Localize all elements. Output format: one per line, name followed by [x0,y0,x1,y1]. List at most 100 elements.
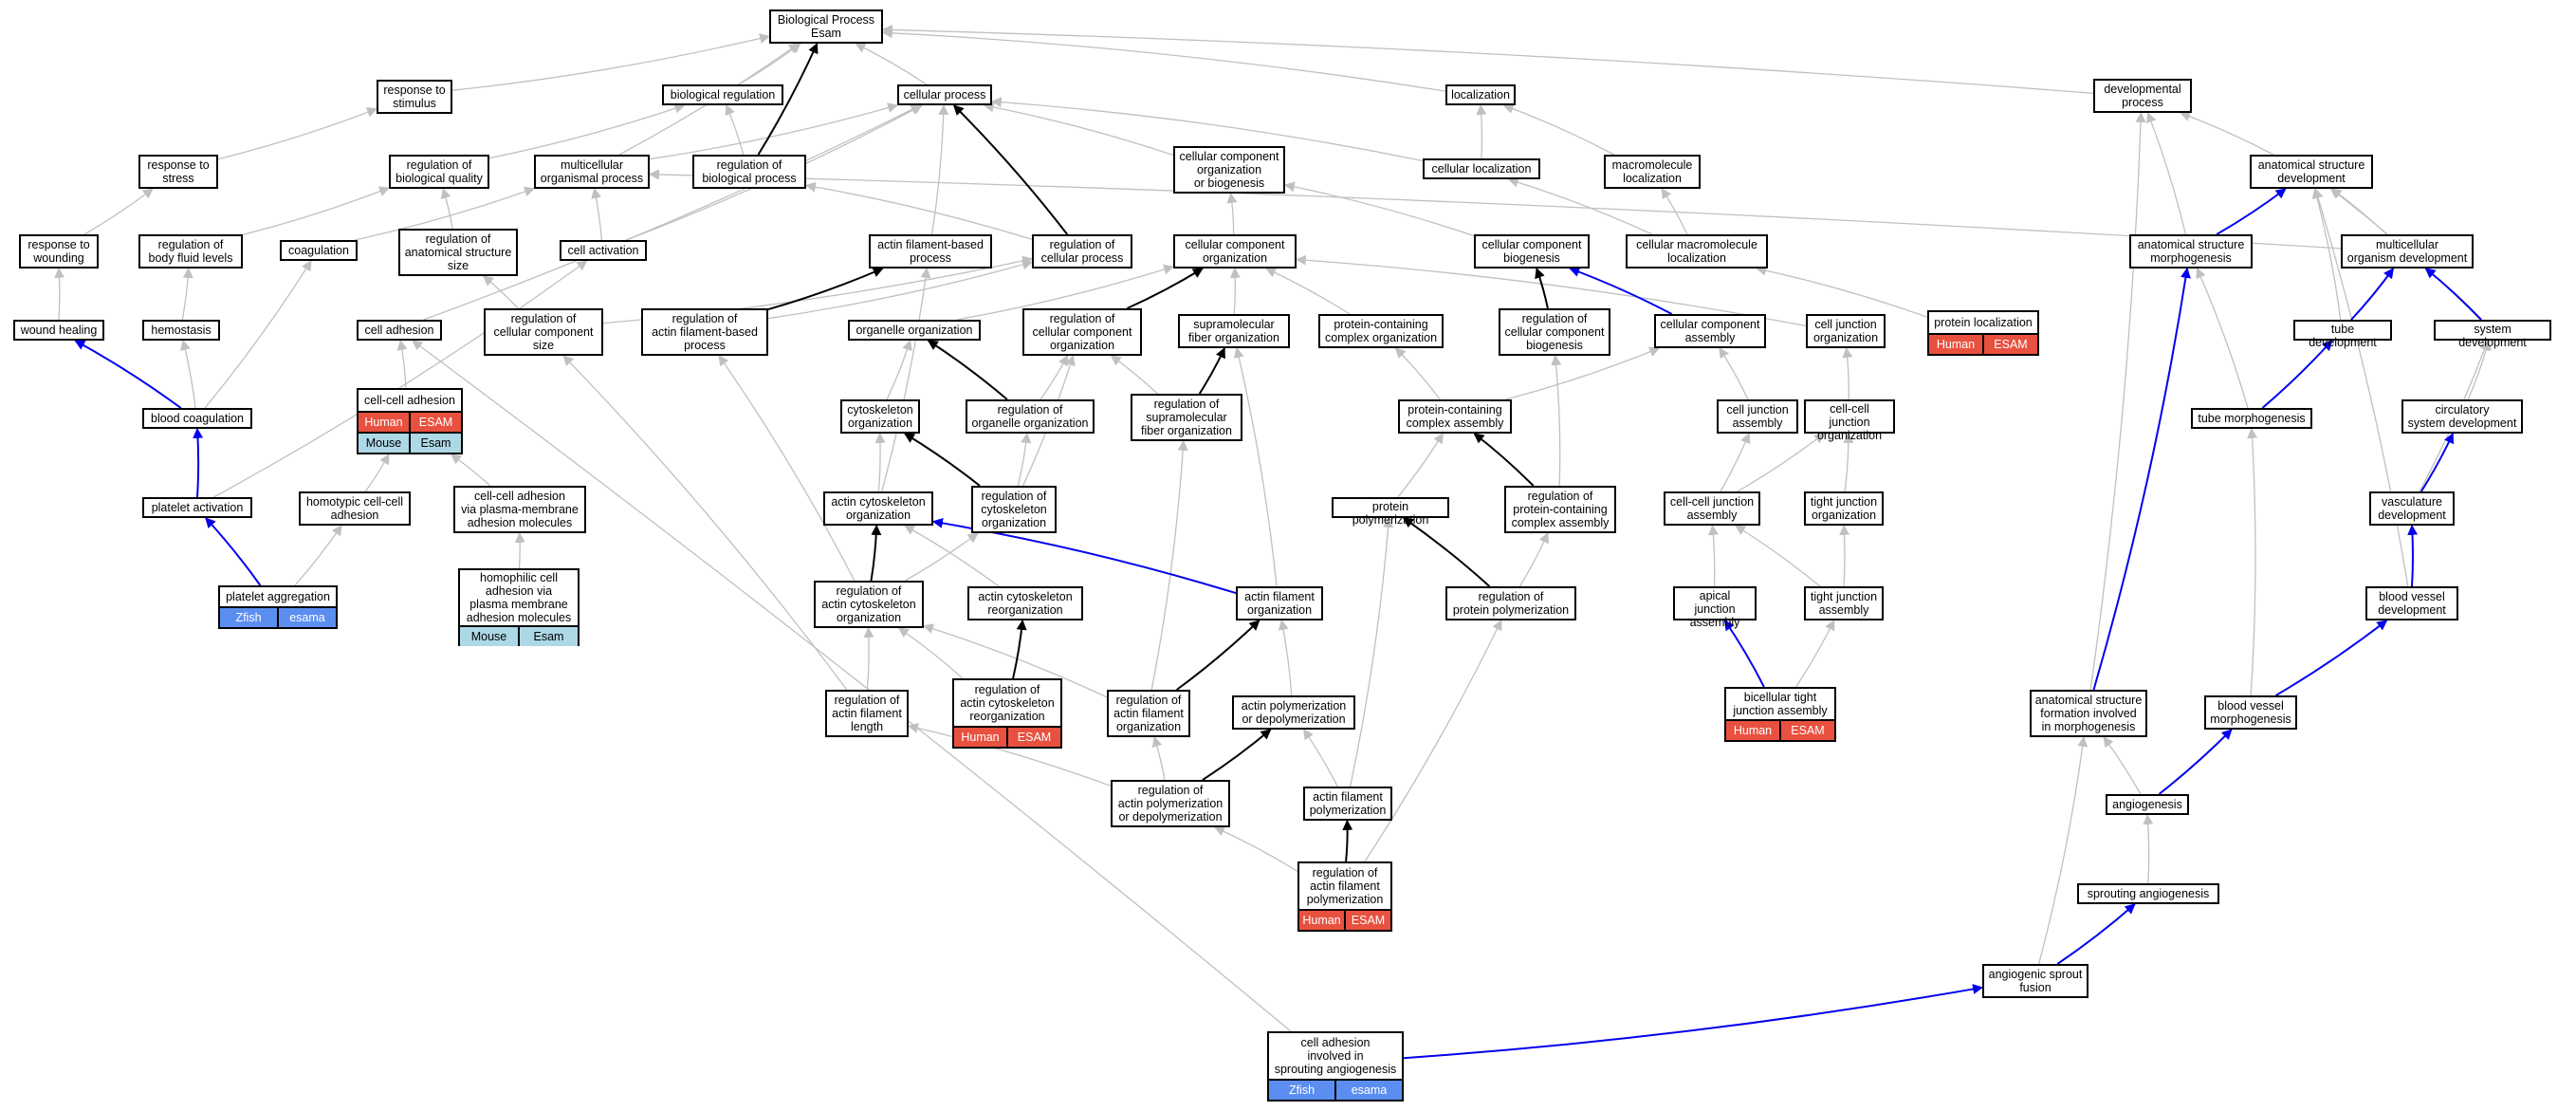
node-rpp[interactable]: regulation of protein polymerization [1445,586,1576,620]
node-mod[interactable]: multicellular organism development [2341,234,2474,268]
node-ccjo[interactable]: cell-cell junction organization [1804,399,1895,442]
node-cca[interactable]: cellular component assembly [1654,314,1766,348]
node-asm[interactable]: anatomical structure morphogenesis [2129,234,2253,268]
node-vd[interactable]: vasculature development [2369,491,2455,526]
edge-loc-to-bp [881,28,1446,92]
node-afbp[interactable]: actin filament-based process [869,234,992,268]
edge-rafp-to-afp [1342,819,1353,862]
node-rafp[interactable]: regulation of actin filament polymerizat… [1297,861,1392,932]
node-label: protein polymerization [1352,500,1429,527]
node-hemo[interactable]: hemostasis [142,320,220,341]
node-cadh[interactable]: cell adhesion [357,320,442,341]
node-ccapm[interactable]: cell-cell adhesion via plasma-membrane a… [453,486,586,533]
node-bp[interactable]: Biological Process Esam [769,9,883,44]
human-annotation-cell: Human [1929,335,1982,354]
node-racr[interactable]: regulation of actin cytoskeleton reorgan… [952,678,1062,749]
node-rbp[interactable]: regulation of biological process [692,155,806,189]
node-asf[interactable]: angiogenic sprout fusion [1982,964,2088,998]
node-rafl[interactable]: regulation of actin filament length [825,690,909,737]
node-sfo[interactable]: supramolecular fiber organization [1178,314,1290,348]
node-sa[interactable]: sprouting angiogenesis [2077,883,2219,904]
node-rccb[interactable]: regulation of cellular component biogene… [1499,308,1610,356]
node-label: cellular localization [1431,162,1532,176]
node-loc[interactable]: localization [1445,84,1516,105]
edge-pagg-to-hcca [294,525,342,586]
node-breg[interactable]: biological regulation [662,84,783,105]
node-csd[interactable]: circulatory system development [2401,399,2523,434]
node-raco[interactable]: regulation of actin cytoskeleton organiz… [814,581,924,628]
node-cact[interactable]: cell activation [560,240,647,261]
edge-rbfl-to-rbq [242,186,391,236]
node-rtw[interactable]: response to wounding [19,234,99,268]
edge-rass-to-rbq [440,187,453,230]
node-label: cellular process [903,88,986,102]
edge-pcca-to-cca [1505,346,1661,400]
node-rass[interactable]: regulation of anatomical structure size [398,229,518,276]
node-pp[interactable]: protein polymerization [1332,497,1449,527]
node-rbfl[interactable]: regulation of body fluid levels [138,234,243,268]
node-cmloc[interactable]: cellular macromolecule localization [1626,234,1768,268]
edge-rafl-to-raco [863,626,874,691]
node-rapd[interactable]: regulation of actin polymerization or de… [1111,780,1230,827]
node-rafo[interactable]: regulation of actin filament organizatio… [1107,690,1190,737]
node-apd[interactable]: actin polymerization or depolymerization [1232,695,1355,730]
node-cp[interactable]: cellular process [897,84,992,105]
edge-rapd-to-rafl [907,722,1112,787]
node-co[interactable]: cytoskeleton organization [840,399,920,434]
node-rafbp[interactable]: regulation of actin filament-based proce… [641,308,768,356]
node-pcca[interactable]: protein-containing complex assembly [1398,399,1512,434]
node-mloc[interactable]: macromolecule localization [1604,155,1701,189]
node-tja[interactable]: tight junction assembly [1804,586,1884,620]
node-cjo[interactable]: cell junction organization [1806,314,1886,348]
node-ccob[interactable]: cellular component organization or bioge… [1173,146,1285,194]
node-roo[interactable]: regulation of organelle organization [966,399,1095,434]
node-asd[interactable]: anatomical structure development [2250,155,2373,189]
node-bc[interactable]: blood coagulation [142,408,252,429]
node-aja[interactable]: apical junction assembly [1673,586,1757,629]
node-rcco[interactable]: regulation of cellular component organiz… [1022,308,1142,356]
edge-cco-to-ccob [1226,192,1238,235]
node-cco[interactable]: cellular component organization [1173,234,1297,268]
node-ccb[interactable]: cellular component biogenesis [1474,234,1590,268]
node-rtstress[interactable]: response to stress [138,155,218,189]
node-rcp[interactable]: regulation of cellular process [1032,234,1132,268]
node-coag[interactable]: coagulation [280,240,358,261]
node-oo[interactable]: organelle organization [848,320,981,341]
edge-cmloc-to-cloc [1507,176,1653,235]
node-aco[interactable]: actin cytoskeleton organization [823,491,933,526]
node-rpcca[interactable]: regulation of protein-containing complex… [1504,486,1616,533]
node-rts[interactable]: response to stimulus [377,80,452,114]
node-asfim[interactable]: anatomical structure formation involved … [2030,690,2147,737]
node-bvm[interactable]: blood vessel morphogenesis [2204,695,2297,730]
node-bvd[interactable]: blood vessel development [2365,586,2458,620]
node-tm[interactable]: tube morphogenesis [2191,408,2312,429]
node-rbq[interactable]: regulation of biological quality [389,155,489,189]
node-pact[interactable]: platelet activation [142,497,252,518]
node-mop[interactable]: multicellular organismal process [534,155,650,189]
node-dp[interactable]: developmental process [2093,79,2192,113]
node-hccapm[interactable]: homophilic cell adhesion via plasma memb… [458,568,580,646]
node-rco[interactable]: regulation of cytoskeleton organization [971,486,1057,533]
node-cloc[interactable]: cellular localization [1423,158,1540,179]
node-ccja[interactable]: cell-cell junction assembly [1664,491,1760,526]
node-label: wound healing [20,324,98,337]
node-wh[interactable]: wound healing [13,320,104,341]
node-angio[interactable]: angiogenesis [2106,794,2189,815]
node-afo[interactable]: actin filament organization [1236,586,1323,620]
node-pcco[interactable]: protein-containing complex organization [1318,314,1444,348]
node-rccs[interactable]: regulation of cellular component size [484,308,603,356]
node-td[interactable]: tube development [2293,320,2392,349]
node-acr[interactable]: actin cytoskeleton reorganization [967,586,1083,620]
node-afp[interactable]: actin filament polymerization [1303,787,1392,821]
node-caisa[interactable]: cell adhesion involved in sprouting angi… [1267,1031,1404,1102]
node-hcca[interactable]: homotypic cell-cell adhesion [299,491,411,526]
node-rsfo[interactable]: regulation of supramolecular fiber organ… [1131,394,1242,441]
node-cja[interactable]: cell junction assembly [1717,399,1798,434]
node-sd[interactable]: system development [2434,320,2551,349]
node-tjo[interactable]: tight junction organization [1804,491,1884,526]
